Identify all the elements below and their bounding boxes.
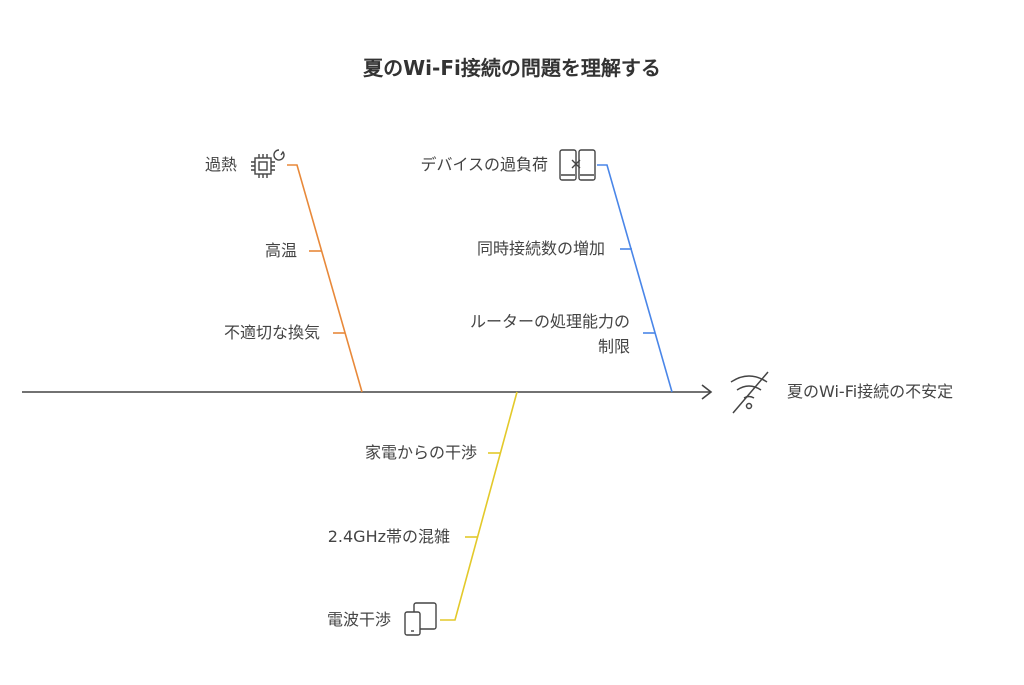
branch-label-device-overload: デバイスの過負荷	[420, 155, 548, 174]
cause-poor-ventilation: 不適切な換気	[223, 323, 320, 342]
branch-device-line	[597, 164, 673, 393]
branch-overheat-line	[287, 164, 363, 393]
cause-connections: 同時接続数の増加	[476, 239, 605, 258]
branch-label-interference: 電波干渉	[326, 610, 391, 629]
effect-label: 夏のWi-Fi接続の不安定	[787, 382, 954, 401]
diagram-title: 夏のWi-Fi接続の問題を理解する	[363, 56, 661, 80]
cause-congestion: 2.4GHz帯の混雑	[327, 527, 450, 546]
cause-high-temp: 高温	[264, 241, 297, 260]
cause-appliance: 家電からの干渉	[364, 443, 477, 462]
phone-tablet-icon	[404, 602, 437, 636]
devices-x-icon	[559, 149, 596, 181]
spine-arrowhead	[701, 384, 713, 400]
branch-label-overheat: 過熱	[204, 155, 237, 174]
branch-interference-line	[440, 391, 518, 621]
cause-processing-limit-line2: 制限	[597, 337, 630, 356]
cause-processing-limit-line1: ルーターの処理能力の	[469, 312, 630, 331]
cpu-flame-icon	[251, 149, 285, 178]
wifi-off-icon	[730, 371, 769, 414]
